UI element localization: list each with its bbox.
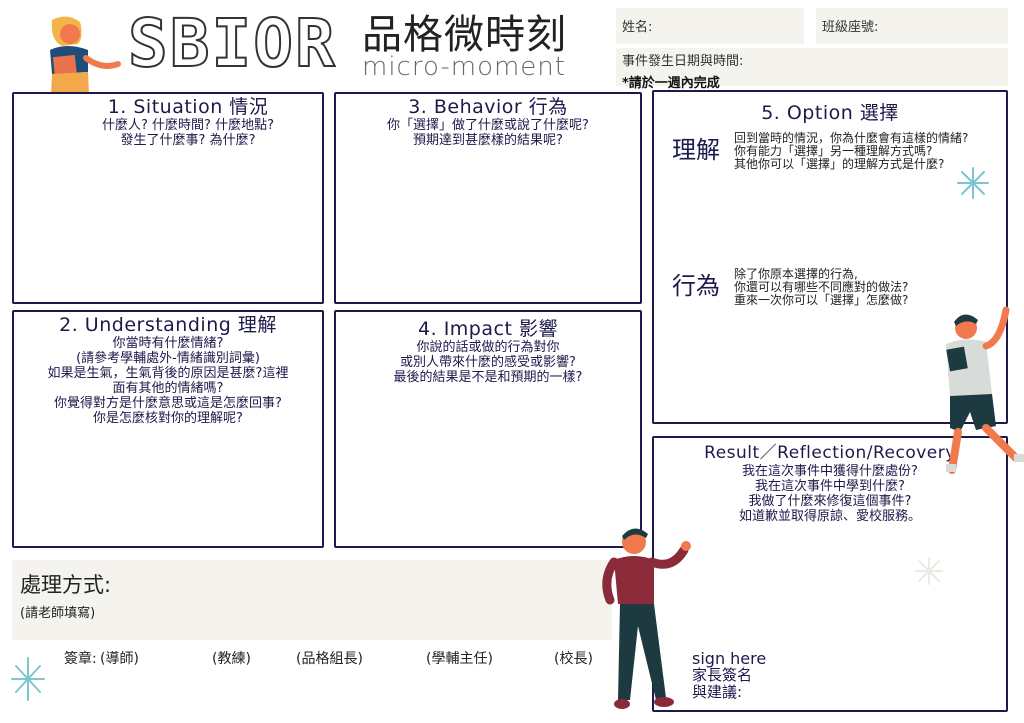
situation-box[interactable]: 1. Situation 情況 什麼人? 什麼時間? 什麼地點? 發生了什麼事?…: [12, 92, 324, 304]
sparkle-icon: [915, 557, 943, 585]
understanding-title: 2. Understanding 理解: [59, 314, 277, 336]
option-understanding-label: 理解: [672, 136, 720, 164]
situation-title: 1. Situation 情況: [107, 96, 269, 118]
impact-prompt-line: 最後的結果是不是和預期的一樣?: [393, 370, 583, 385]
name-label: 姓名:: [622, 20, 653, 35]
signature-student-affairs-director[interactable]: (學輔主任): [426, 651, 493, 667]
boy-waving-illustration: [602, 528, 691, 709]
sign-here-label: sign here: [692, 649, 767, 668]
understanding-prompt-line: 如果是生氣，生氣背後的原因是甚麼?這裡: [47, 366, 289, 381]
behavior-prompt-line: 你「選擇」做了什麼或說了什麼呢?: [387, 118, 589, 133]
sbior-logo: SBIOR: [127, 4, 337, 83]
handling-subtitle: (請老師填寫): [20, 606, 96, 621]
boy-with-book-illustration: [946, 306, 1024, 474]
impact-prompt-line: 或別人帶來什麼的感受或影響?: [400, 355, 576, 370]
option-behavior-line: 重來一次你可以「選擇」怎麼做?: [734, 293, 909, 307]
signature-principal[interactable]: (校長): [554, 651, 593, 667]
page-subtitle: micro-moment: [362, 52, 566, 82]
option-title: 5. Option 選擇: [761, 102, 899, 124]
option-understanding-line: 你有能力「選擇」另一種理解方式嗎?: [734, 144, 933, 158]
signature-character-leader[interactable]: (品格組長): [296, 651, 363, 667]
behavior-prompt-line: 預期達到甚麼樣的結果呢?: [413, 133, 563, 148]
signature-teacher[interactable]: (導師): [100, 651, 139, 667]
event-date-label: 事件發生日期與時間:: [622, 54, 744, 69]
result-prompt-line: 我做了什麼來修復這個事件?: [748, 494, 912, 509]
name-field[interactable]: 姓名:: [616, 8, 804, 44]
handling-title: 處理方式:: [20, 573, 112, 597]
signature-coach[interactable]: (教練): [212, 651, 251, 667]
event-date-field[interactable]: 事件發生日期與時間: *請於一週內完成: [616, 48, 1008, 91]
page-title: 品格微時刻: [362, 12, 567, 58]
option-understanding-line: 其他你可以「選擇」的理解方式是什麼?: [734, 157, 945, 171]
understanding-prompt-line: (請參考學輔處外-情緒識別詞彙): [76, 351, 260, 366]
impact-title: 4. Impact 影響: [418, 318, 558, 340]
result-prompt-line: 如道歉並取得原諒、愛校服務。: [738, 509, 921, 524]
understanding-prompt-line: 你是怎麼核對你的理解呢?: [93, 411, 243, 426]
behavior-title: 3. Behavior 行為: [408, 96, 568, 118]
option-understanding-line: 回到當時的情況，你為什麼會有這樣的情緒?: [734, 131, 969, 145]
sparkle-icon: [957, 167, 989, 199]
situation-prompt-line: 什麼人? 什麼時間? 什麼地點?: [102, 118, 274, 133]
class-seat-field[interactable]: 班級座號:: [816, 8, 1008, 44]
option-behavior-line: 你還可以有哪些不同應對的做法?: [734, 280, 909, 294]
result-box[interactable]: Result／Reflection/Recovery 我在這次事件中獲得什麼處份…: [652, 436, 1008, 712]
impact-prompt-line: 你說的話或做的行為對你: [416, 340, 560, 355]
understanding-box[interactable]: 2. Understanding 理解 你當時有什麼情緒? (請參考學輔處外-情…: [12, 310, 324, 548]
result-prompt-line: 我在這次事件中獲得什麼處份?: [742, 464, 918, 479]
option-behavior-line: 除了你原本選擇的行為,: [734, 267, 858, 281]
sparkle-icon: [11, 657, 45, 701]
handling-field[interactable]: 處理方式: (請老師填寫): [12, 560, 612, 640]
situation-prompt-line: 發生了什麼事? 為什麼?: [120, 133, 256, 148]
parent-signature-area[interactable]: sign here 家長簽名 與建議:: [692, 650, 766, 701]
behavior-box[interactable]: 3. Behavior 行為 你「選擇」做了什麼或說了什麼呢? 預期達到甚麼樣的…: [334, 92, 642, 304]
result-title: Result／Reflection/Recovery: [704, 443, 956, 463]
option-behavior-label: 行為: [672, 272, 720, 300]
understanding-prompt-line: 你當時有什麼情緒?: [112, 336, 224, 351]
signature-label: 簽章:: [64, 651, 97, 667]
understanding-prompt-line: 你覺得對方是什麼意思或這是怎麼回事?: [54, 396, 282, 411]
parent-sign-label: 家長簽名: [692, 666, 753, 684]
parent-advice-label: 與建議:: [692, 683, 743, 701]
result-prompt-line: 我在這次事件中學到什麼?: [755, 479, 905, 494]
impact-box[interactable]: 4. Impact 影響 你說的話或做的行為對你 或別人帶來什麼的感受或影響? …: [334, 310, 642, 548]
class-seat-label: 班級座號:: [822, 20, 879, 35]
understanding-prompt-line: 面有其他的情緒嗎?: [112, 381, 224, 396]
deadline-note: *請於一週內完成: [622, 76, 720, 91]
